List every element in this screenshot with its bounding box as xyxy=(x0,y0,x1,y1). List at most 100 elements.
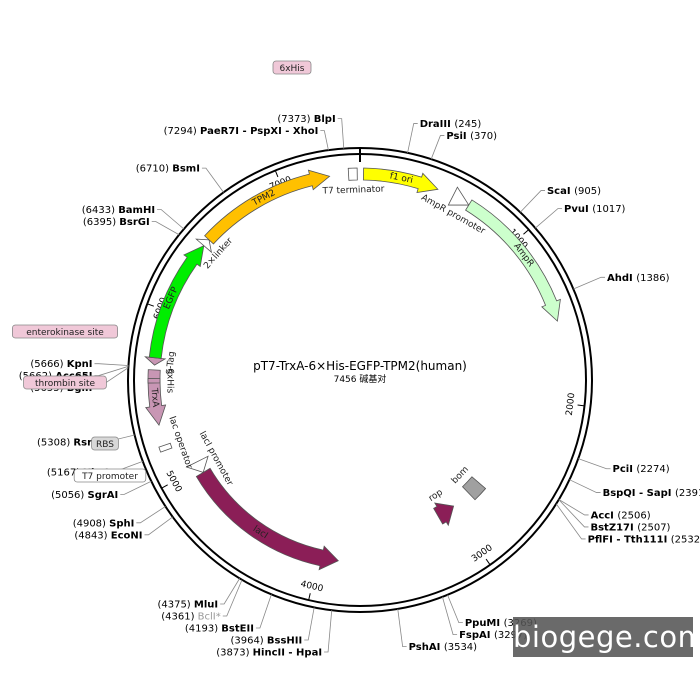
badge-thrombin-site xyxy=(23,375,107,390)
site-position: (6710) xyxy=(136,164,172,175)
feature-s-tag-label: S-Tag xyxy=(165,351,177,375)
plasmid-size: 7456 碱基对 xyxy=(334,373,387,385)
restriction-site-label: (4375) MluI xyxy=(157,600,218,611)
site-leader-line xyxy=(578,458,611,470)
site-name: SphI xyxy=(109,518,134,529)
restriction-site-label: (5056) SgrAI xyxy=(51,490,118,501)
watermark-background xyxy=(513,617,693,657)
tick-mark xyxy=(523,229,530,235)
feature-2-linker xyxy=(195,238,213,254)
tick-mark xyxy=(274,170,279,178)
site-name: MluI xyxy=(194,600,218,611)
site-leader-line xyxy=(569,479,601,493)
badge-t7-promoter-text: T7 promoter xyxy=(81,472,138,482)
restriction-site-label: (7373) BlpI xyxy=(277,114,335,125)
site-leader-line xyxy=(304,607,315,641)
site-name: PciI xyxy=(613,464,637,475)
site-position: (7373) xyxy=(277,114,313,125)
site-name: EcoNI xyxy=(111,530,143,541)
feature-t7-terminator xyxy=(347,167,358,181)
site-leader-line xyxy=(407,123,418,154)
restriction-site-label: PshAI (3534) xyxy=(409,642,478,653)
restriction-site-label: (4843) EcoNI xyxy=(74,530,142,541)
site-leader-line xyxy=(151,221,180,236)
restriction-site-label: (3873) HincII - HpaI xyxy=(216,648,322,659)
site-leader-line xyxy=(120,480,152,495)
site-leader-line xyxy=(535,208,563,229)
site-name: DraIII xyxy=(420,119,455,130)
site-position: (3964) xyxy=(230,636,266,647)
site-position: (6395) xyxy=(83,217,119,228)
tick-mark xyxy=(161,484,168,489)
site-position: (4361) xyxy=(161,612,197,623)
feature-6xhis xyxy=(147,378,161,384)
site-leader-line xyxy=(324,610,333,653)
site-leader-line xyxy=(430,135,445,160)
site-name: FspAI xyxy=(459,630,494,641)
feature-f1-ori-label: f1 ori xyxy=(389,171,414,186)
site-leader-line xyxy=(519,190,545,213)
tick-label: 2000 xyxy=(565,392,578,416)
feature-egfp xyxy=(148,244,205,359)
site-name: AhdI xyxy=(607,273,636,284)
site-position: (3297) xyxy=(494,630,527,641)
site-name: BstZ17I xyxy=(590,522,637,533)
feature-lac-operator-label: lac operator xyxy=(166,415,193,470)
badge-enterokinase-site-text: enterokinase site xyxy=(26,328,104,338)
restriction-site-label: (7294) PaeR7I - PspXI - XhoI xyxy=(164,126,319,137)
site-name: RsrII xyxy=(73,438,99,449)
site-name: BlpI xyxy=(314,114,336,125)
tick-mark xyxy=(308,593,311,601)
site-position: (1386) xyxy=(636,273,669,284)
restriction-site-label: (6395) BsrGI xyxy=(83,217,150,228)
site-position: (4375) xyxy=(157,600,193,611)
site-leader-line xyxy=(447,594,463,624)
restriction-site-label: PsiI (370) xyxy=(446,131,497,142)
site-leader-line xyxy=(157,209,185,230)
site-leader-line xyxy=(397,608,407,648)
restriction-site-label: (4193) BstEII xyxy=(185,624,254,635)
feature-trxa-label: TrxA xyxy=(148,387,160,409)
feature-laci-promoter xyxy=(185,455,209,473)
site-name: BspQI - SapI xyxy=(603,488,675,499)
feature-rop-label: rop xyxy=(427,487,445,504)
tick-mark xyxy=(577,404,585,407)
site-position: (2506) xyxy=(617,510,650,521)
site-position: (4193) xyxy=(185,624,221,635)
site-leader-line xyxy=(555,503,586,540)
site-position: (5167) xyxy=(47,467,83,478)
feature-rop xyxy=(433,502,455,527)
restriction-site-label: (3964) BssHII xyxy=(230,636,302,647)
restriction-site-label: (6710) BsmI xyxy=(136,164,200,175)
restriction-site-label: DraIII (245) xyxy=(420,119,482,130)
badge-enterokinase-site xyxy=(11,324,118,339)
feature-t7-terminator-label: T7 terminator xyxy=(321,185,385,197)
feature-f1-ori xyxy=(362,167,439,193)
tick-mark xyxy=(485,558,491,566)
site-position: (2274) xyxy=(636,464,669,475)
site-position: (5308) xyxy=(37,438,73,449)
site-position: (5666) xyxy=(30,359,66,370)
site-position: (3534) xyxy=(444,642,477,653)
restriction-site-label: (4361) BclI* xyxy=(161,612,221,623)
site-leader-line xyxy=(201,167,224,193)
site-name: PflFI - Tth111I xyxy=(588,534,671,545)
feature-ampr xyxy=(465,199,561,322)
site-position: (1017) xyxy=(592,204,625,215)
tick-label: 4000 xyxy=(299,579,324,594)
site-position: (4908) xyxy=(73,518,109,529)
site-name: PvuI xyxy=(564,204,592,215)
tick-label: 5000 xyxy=(163,469,183,494)
site-name: ScaI xyxy=(547,186,574,197)
site-leader-line xyxy=(94,363,129,366)
feature-bom xyxy=(461,476,487,501)
site-position: (905) xyxy=(574,186,601,197)
site-name: BsrGI xyxy=(119,217,149,228)
feature-laci xyxy=(195,467,339,571)
tick-label: 3000 xyxy=(470,543,495,565)
site-leader-line xyxy=(144,516,173,536)
site-name: PpuMI xyxy=(465,618,504,629)
restriction-site-label: PciI (2274) xyxy=(613,464,670,475)
badge-rbs-text: RBS xyxy=(96,440,114,450)
